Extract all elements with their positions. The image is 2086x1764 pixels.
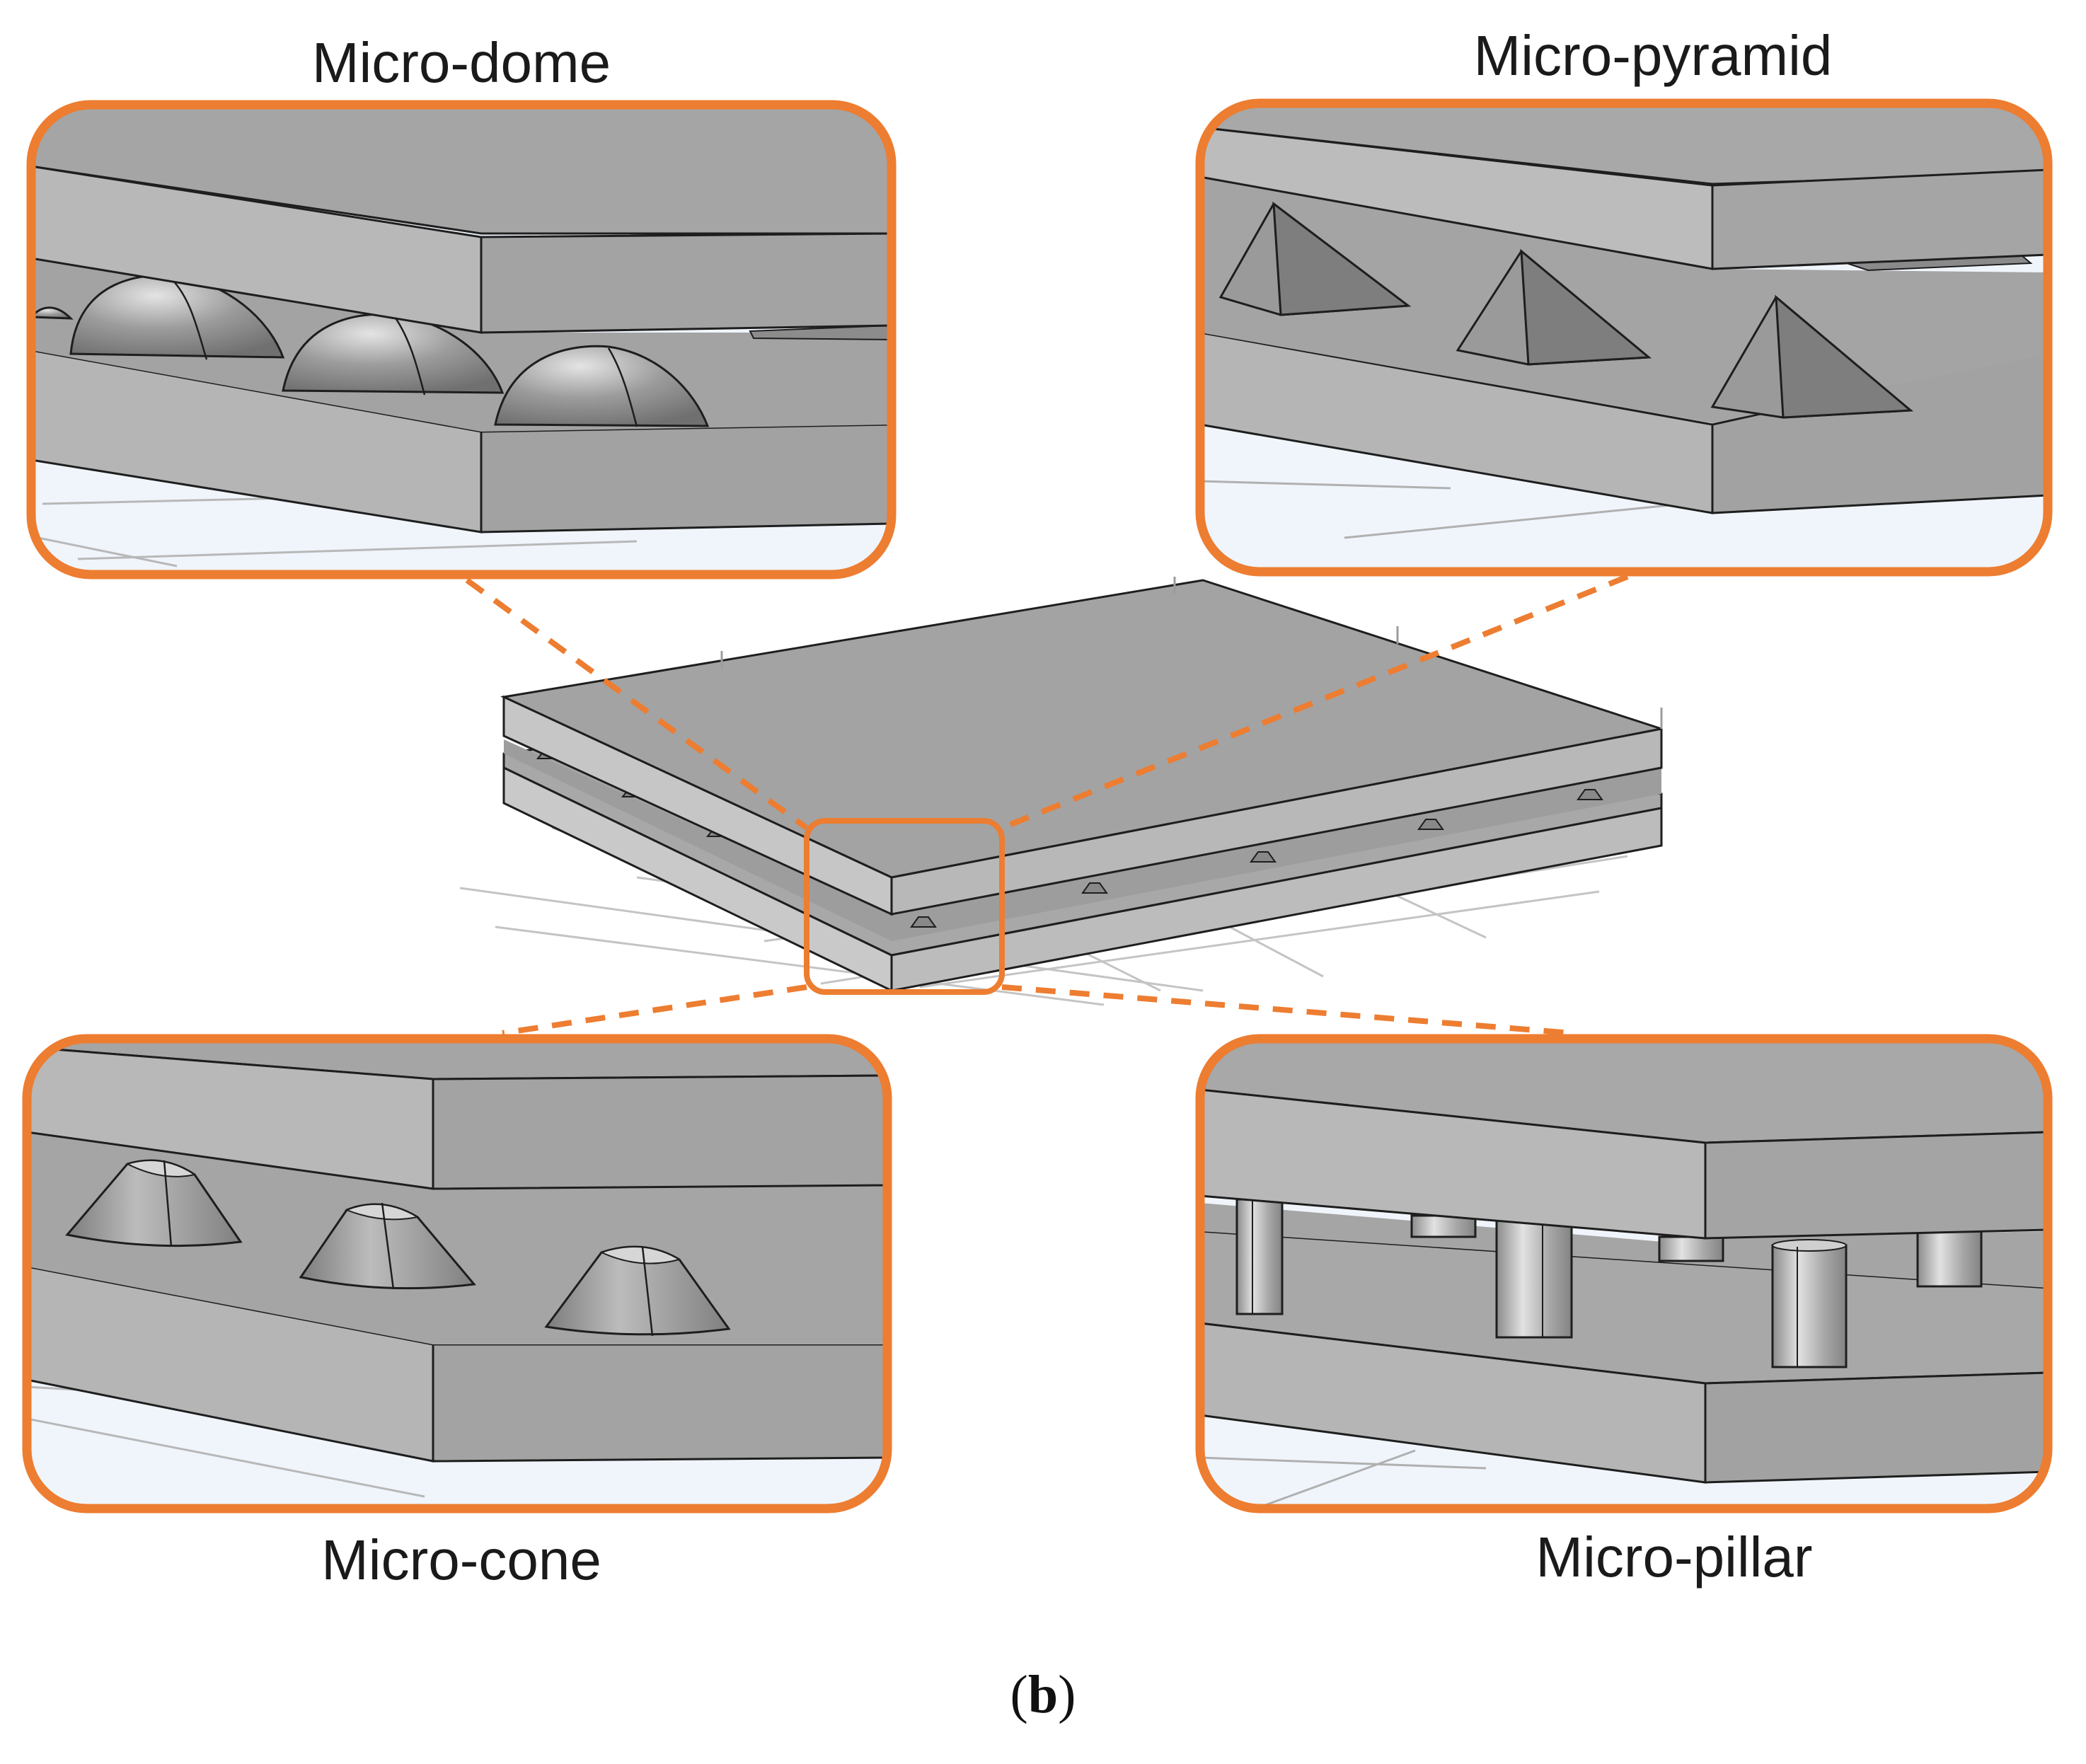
micro-pyramid-shape <box>1456 248 1652 366</box>
central-device <box>459 577 1663 1006</box>
micro-pyramid-frame <box>1195 98 2053 577</box>
micro-dome-label: Micro-dome <box>312 31 611 94</box>
micro-pillar-shape <box>1495 1216 1573 1339</box>
micro-pyramid-label: Micro-pyramid <box>1474 24 1833 87</box>
micro-cone-panel <box>22 1034 892 1514</box>
micro-cone-label: Micro-cone <box>321 1528 601 1591</box>
caption-close: ) <box>1058 1665 1076 1724</box>
micro-cone-shape <box>65 1159 243 1247</box>
micro-pyramid-panel <box>1195 98 2053 577</box>
micro-pyramid-shape <box>1218 201 1412 316</box>
micro-cone-shape <box>299 1202 476 1290</box>
micro-pillar-frame <box>1195 1034 2053 1514</box>
micro-pillar-shape <box>1410 1214 1477 1238</box>
micro-dome-frame <box>26 100 897 580</box>
micro-pillar-shape <box>1916 1230 1983 1288</box>
micro-dome-shape <box>494 345 710 427</box>
micro-dome-panel <box>26 100 897 580</box>
micro-pillar-shape <box>1658 1235 1724 1262</box>
caption-open: ( <box>1010 1665 1028 1724</box>
micro-pillar-panel <box>1195 1034 2053 1514</box>
caption-letter: b <box>1028 1665 1058 1724</box>
zoom-box <box>804 818 1005 995</box>
micro-pillar-label: Micro-pillar <box>1535 1526 1812 1589</box>
micro-cone-frame <box>22 1034 892 1514</box>
micro-pyramid-shape <box>1710 294 1913 419</box>
zoom-connectors <box>465 574 1629 1036</box>
micro-cone-shape <box>544 1245 731 1337</box>
micro-pillar-shape <box>1771 1239 1848 1368</box>
figure-caption: (b) <box>1010 1665 1076 1724</box>
micro-pillar-shape <box>1235 1198 1284 1315</box>
